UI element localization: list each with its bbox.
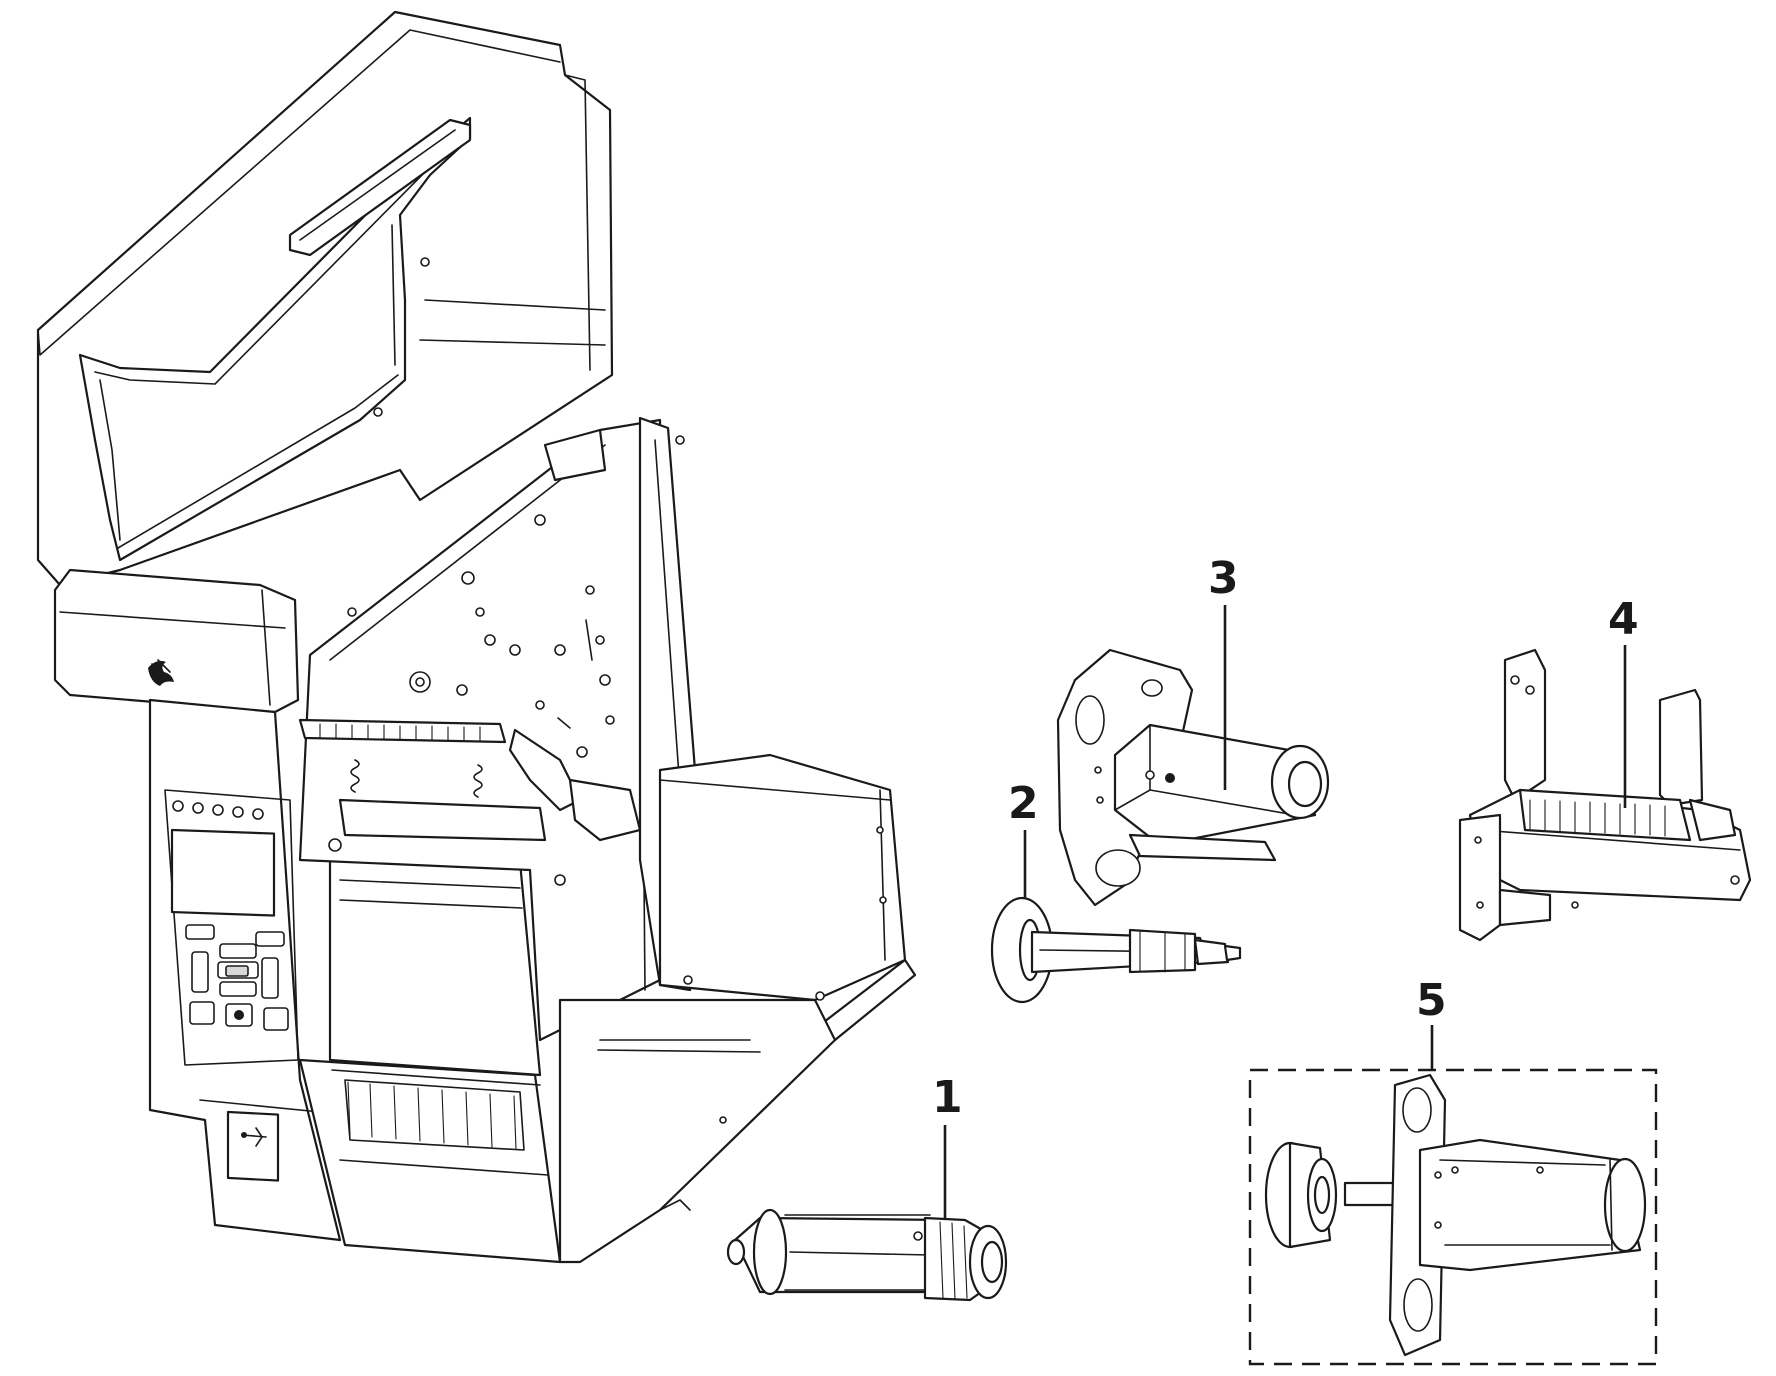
part-2-spindle-with-flange (990, 896, 1242, 1004)
part-5-spindle-kit (1248, 1068, 1658, 1366)
callout-3: 3 (1208, 553, 1239, 604)
callout-5: 5 (1416, 975, 1447, 1026)
printer-lid (36, 10, 614, 617)
callout-4: 4 (1608, 594, 1639, 645)
inner-side-frame (298, 418, 662, 1042)
front-bezel (53, 568, 300, 714)
media-base (658, 753, 917, 1042)
display-screen (170, 828, 276, 917)
usb-icon (241, 1127, 267, 1147)
callouts: 1 2 3 4 5 (932, 553, 1639, 1220)
zebra-head-logo-icon (148, 659, 174, 686)
usb-port (226, 1110, 280, 1182)
media-door (328, 853, 542, 1077)
callout-1: 1 (932, 1072, 963, 1123)
part-3-spindle-bracket (1056, 648, 1330, 907)
keypad (185, 924, 289, 1031)
callout-2: 2 (1008, 778, 1039, 829)
part-4-rewind-assembly (1458, 648, 1752, 942)
printer-body (36, 10, 917, 1264)
part-5-dashed-frame (1248, 1068, 1658, 1366)
base-tray (558, 998, 837, 1264)
part-1-supply-spindle (726, 1208, 1008, 1302)
control-panel (148, 698, 342, 1242)
